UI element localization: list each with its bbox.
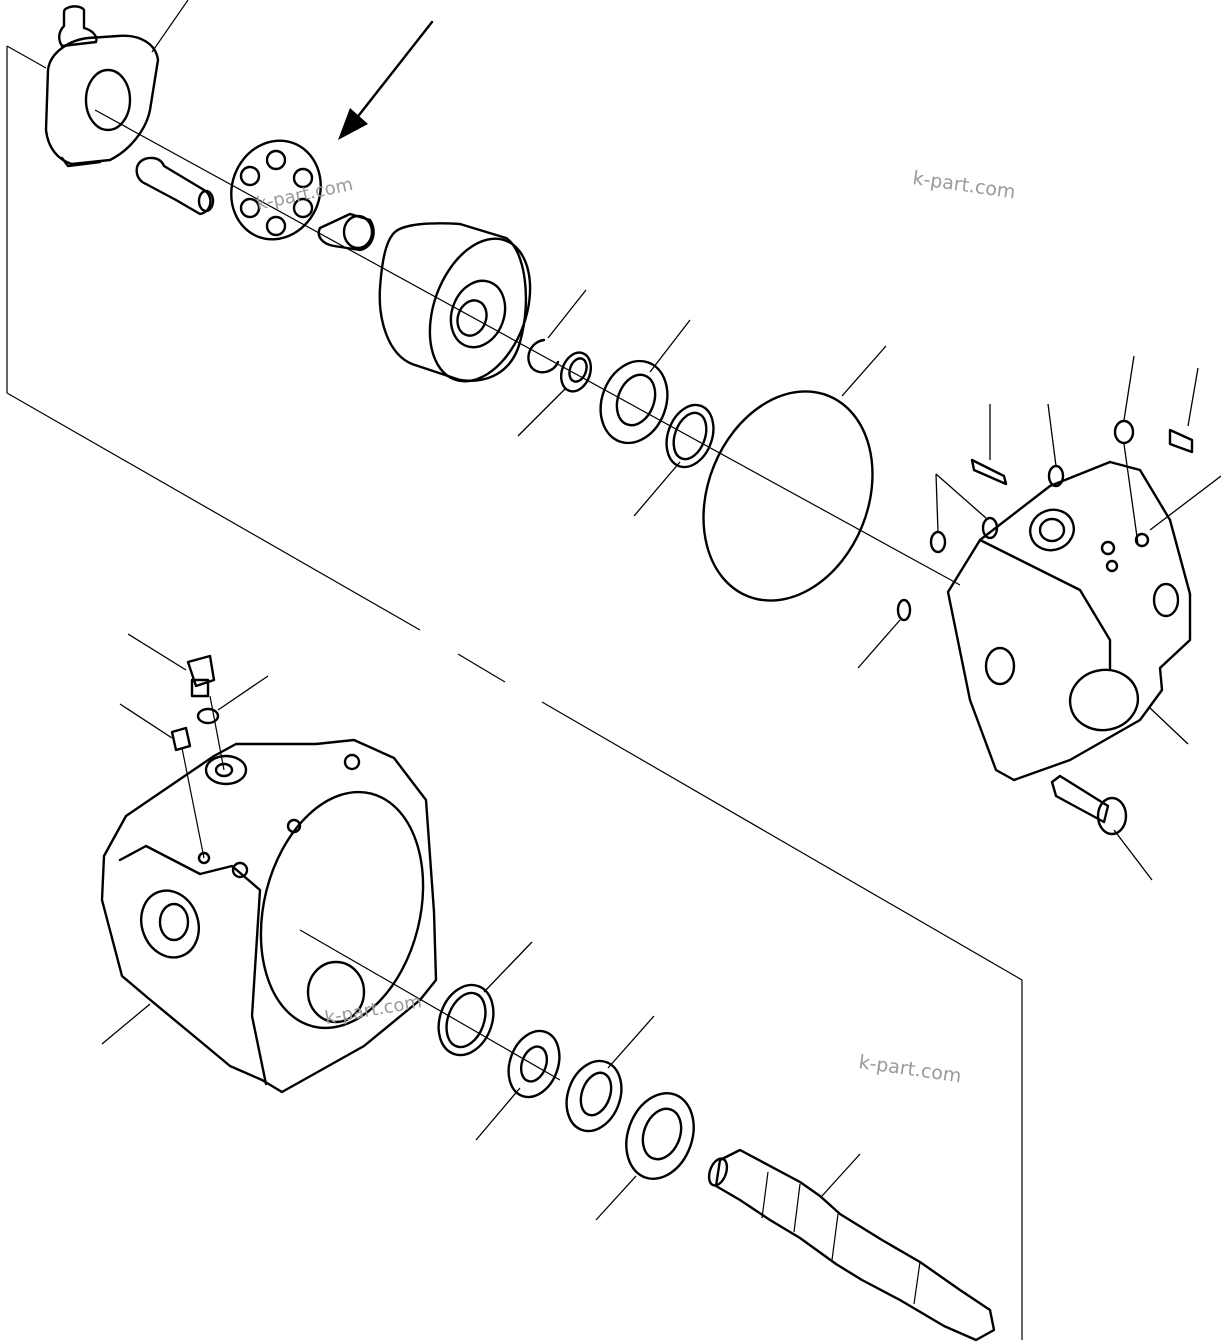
spacer-ring — [517, 351, 593, 437]
direction-arrow — [338, 20, 434, 140]
assembly-frame — [6, 0, 1023, 1340]
spherical-bushing — [317, 212, 375, 252]
snap-ring-large — [437, 941, 533, 1057]
watermark-4: k-part.com — [857, 1051, 963, 1087]
end-cover — [946, 460, 1192, 782]
watermark-1: k-part.com — [255, 174, 355, 215]
large-o-ring — [702, 345, 887, 602]
watermark-layer: k-part.com k-part.com k-part.com k-part.… — [255, 167, 1017, 1087]
drive-shaft — [707, 1148, 996, 1342]
pump-housing — [100, 738, 438, 1094]
bearing-upper — [599, 319, 691, 445]
bearing-lower — [595, 1092, 695, 1221]
housing-small-parts — [119, 633, 269, 859]
assembly-axis — [94, 109, 961, 1081]
piston — [135, 156, 215, 216]
watermark-2: k-part.com — [911, 167, 1017, 203]
end-cover-small-parts — [857, 355, 1221, 669]
snap-ring-small — [527, 289, 587, 374]
spacer-lower — [475, 1029, 561, 1141]
oil-seal-lower — [565, 1015, 655, 1133]
retainer-plate — [230, 139, 322, 241]
oil-seal-ring — [633, 403, 715, 517]
swash-plate — [44, 5, 160, 168]
watermark-3: k-part.com — [323, 991, 423, 1029]
cylinder-block — [378, 222, 532, 383]
socket-head-screw — [1050, 774, 1153, 881]
